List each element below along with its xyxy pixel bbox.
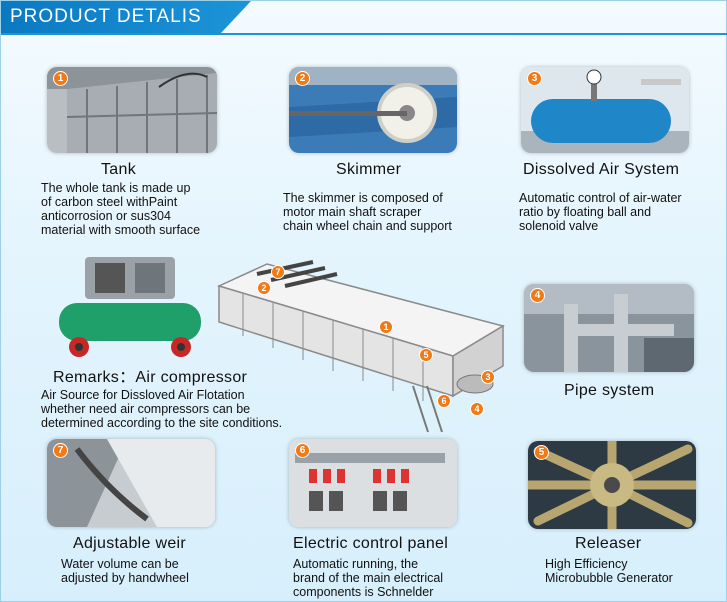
badge-7: 7 bbox=[53, 443, 68, 458]
adjustable-weir-title: Adjustable weir bbox=[73, 535, 186, 552]
machine-badge-4: 4 bbox=[470, 402, 484, 416]
control-panel-photo: 6 bbox=[289, 439, 457, 527]
skimmer-photo: 2 bbox=[289, 67, 457, 153]
air-compressor-photo bbox=[55, 253, 205, 359]
badge-2: 2 bbox=[295, 71, 310, 86]
machine-badge-5: 5 bbox=[419, 348, 433, 362]
badge-3: 3 bbox=[527, 71, 542, 86]
releaser-photo: 5 bbox=[528, 441, 696, 529]
air-compressor-title: Remarks：Air compressor bbox=[53, 369, 248, 386]
badge-5: 5 bbox=[534, 445, 549, 460]
weir-photo: 7 bbox=[47, 439, 215, 527]
pipe-system-title: Pipe system bbox=[564, 382, 655, 399]
dissolved-air-title: Dissolved Air System bbox=[523, 161, 680, 178]
pipe-photo: 4 bbox=[524, 284, 694, 372]
tank-title: Tank bbox=[101, 161, 136, 178]
header-divider bbox=[1, 33, 727, 35]
machine-badge-1: 1 bbox=[379, 320, 393, 334]
tank-photo: 1 bbox=[47, 67, 217, 153]
page-title: PRODUCT DETALIS bbox=[10, 6, 202, 27]
machine-badge-3: 3 bbox=[481, 370, 495, 384]
machine-badge-6: 6 bbox=[437, 394, 451, 408]
badge-1: 1 bbox=[53, 71, 68, 86]
daf-machine-drawing: 7 2 1 5 3 6 4 bbox=[213, 256, 513, 434]
air-tank-photo: 3 bbox=[521, 67, 689, 153]
badge-4: 4 bbox=[530, 288, 545, 303]
header-banner: PRODUCT DETALIS bbox=[1, 1, 251, 33]
badge-6: 6 bbox=[295, 443, 310, 458]
machine-badge-7: 7 bbox=[271, 265, 285, 279]
machine-badge-2: 2 bbox=[257, 281, 271, 295]
skimmer-title: Skimmer bbox=[336, 161, 402, 178]
releaser-title: Releaser bbox=[575, 535, 642, 552]
control-panel-title: Electric control panel bbox=[293, 535, 449, 552]
